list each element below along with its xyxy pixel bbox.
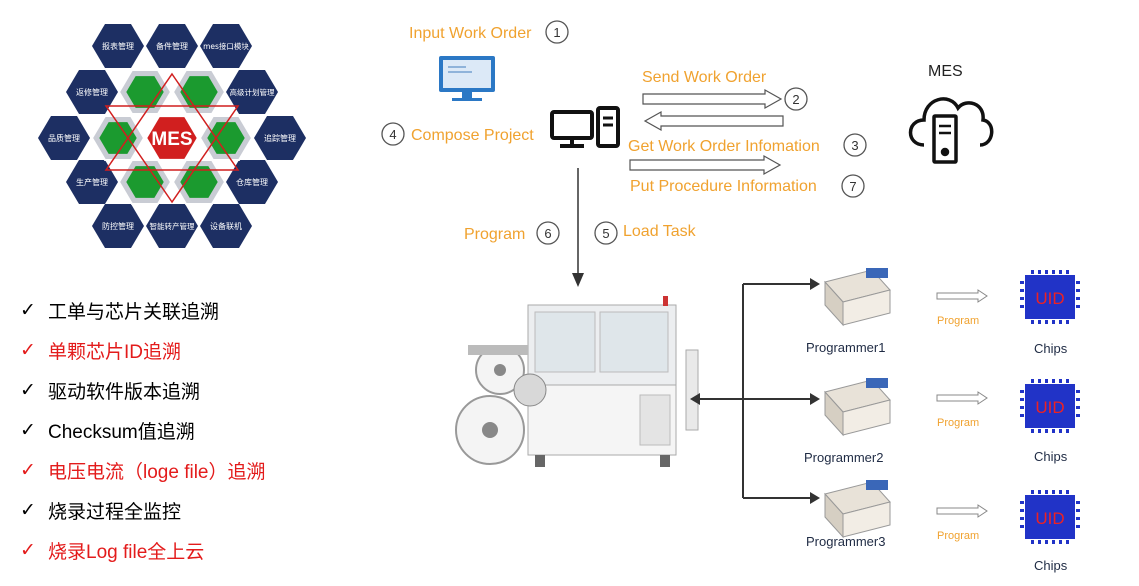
checklist-item: ✓ 工单与芯片关联追溯 [20,290,360,330]
chip-uid-label: UID [1035,289,1064,308]
chips-label: Chips [1034,558,1068,573]
hexagon-graphic: 报表管理 备件管理 mes接口模块 高级计划管理 追踪管理 仓库管理 设备联机 … [38,24,306,248]
step-number-4: 4 [389,127,396,142]
check-icon: ✓ [20,379,36,401]
checklist-item: ✓ 烧录Log file全上云 [20,530,360,570]
check-icon: ✓ [20,419,36,441]
mes-center-hex: MES [147,117,197,159]
check-icon: ✓ [20,499,36,521]
monitor-icon [439,56,495,101]
module-label-10: 品质管理 [48,133,80,143]
cloud-server-icon [908,97,994,164]
compose-project-label: Compose Project [411,127,534,144]
program-arrow-label: Program [937,530,979,542]
program-arrow-label: Program [937,417,979,429]
step-number-5: 5 [602,226,609,241]
check-icon: ✓ [20,299,36,321]
checklist-text: 驱动软件版本追溯 [48,381,201,403]
chip-icon [1020,379,1080,433]
mes-center-label: MES [151,129,192,150]
checklist-item: ✓ Checksum值追溯 [20,410,360,450]
get-work-order-label: Get Work Order Infomation [628,138,820,155]
check-icon: ✓ [20,539,36,561]
programming-machine-image [455,296,699,467]
right-arrow-icon [629,154,782,176]
check-icon: ✓ [20,339,36,361]
mes-label: MES [928,63,963,80]
star-lines [104,72,240,204]
step-number-7: 7 [849,179,856,194]
check-icon: ✓ [20,459,36,481]
module-label-2: mes接口模块 [203,41,249,51]
chip-uid-label: UID [1035,398,1064,417]
module-label-5: 仓库管理 [236,177,268,187]
module-label-1: 备件管理 [156,41,188,51]
chips-label: Chips [1034,341,1068,356]
step-circle-7 [841,174,865,198]
checklist-item: ✓ 烧录过程全监控 [20,490,360,530]
checklist-text: 单颗芯片ID追溯 [48,341,182,363]
step-number-2: 2 [792,92,799,107]
traceability-checklist: ✓ 工单与芯片关联追溯 ✓ 单颗芯片ID追溯 ✓ 驱动软件版本追溯 ✓ Checksum… [20,290,360,570]
program-arrow-icon [936,391,988,405]
programmer-name: Programmer3 [806,534,885,549]
module-label-7: 智能转产管理 [150,221,195,231]
program-arrow-label: Program [937,315,979,327]
programmer-name: Programmer1 [806,340,885,355]
chip-icon [1020,490,1080,544]
checklist-text: Checksum值追溯 [48,421,195,443]
checklist-item: ✓ 电压电流（loge file）追溯 [20,450,360,490]
step-circle-3 [843,133,867,157]
send-work-order-label: Send Work Order [642,69,767,86]
checklist-text: 烧录过程全监控 [48,501,182,523]
outer-ring: 报表管理 备件管理 mes接口模块 高级计划管理 追踪管理 仓库管理 设备联机 … [38,24,306,248]
step-number-3: 3 [851,138,858,153]
workflow-diagram: Input Work Order 1 4 Compose Project Sen… [381,20,1080,573]
module-label-4: 追踪管理 [264,133,296,143]
programmer-unit [824,480,891,539]
put-procedure-label: Put Procedure Information [630,178,817,195]
program-step-label: Program [464,226,525,243]
programmer-unit [824,268,891,327]
chip-icon [1020,270,1080,324]
program-arrow-icon [936,504,988,518]
step-number-6: 6 [544,226,551,241]
input-work-order-label: Input Work Order [409,25,532,42]
program-arrow-icon [936,289,988,303]
step-circle-2 [784,87,808,111]
module-label-11: 返修管理 [76,87,108,97]
checklist-text: 工单与芯片关联追溯 [48,301,220,323]
right-arrow-icon [642,88,783,110]
checklist-item: ✓ 单颗芯片ID追溯 [20,330,360,370]
module-label-9: 生产管理 [76,177,108,187]
bidirectional-arrow-icon [690,278,820,504]
programmer-name: Programmer2 [804,450,883,465]
load-task-label: Load Task [623,223,697,240]
workflow-panel: Input Work Order 1 4 Compose Project Sen… [370,0,1139,581]
step-circle-1 [545,20,569,44]
module-label-0: 报表管理 [102,41,134,51]
checklist-text: 电压电流（loge file）追溯 [48,461,266,483]
chip-uid-label: UID [1035,509,1064,528]
checklist-text: 烧录Log file全上云 [48,541,205,563]
computer-icon [550,106,620,148]
mes-hexagon-diagram: 报表管理 备件管理 mes接口模块 高级计划管理 追踪管理 仓库管理 设备联机 … [30,10,320,260]
step-circle-4 [381,122,405,146]
module-label-6: 设备联机 [210,221,242,231]
chips-label: Chips [1034,449,1068,464]
checklist-item: ✓ 驱动软件版本追溯 [20,370,360,410]
programmer-unit [824,378,891,437]
step-number-1: 1 [553,25,560,40]
module-label-8: 防控管理 [102,221,134,231]
step-circle-6 [536,221,560,245]
step-circle-5 [594,221,618,245]
down-arrow-icon [572,168,584,287]
left-arrow-icon [643,110,784,132]
module-label-3: 高级计划管理 [230,87,275,97]
